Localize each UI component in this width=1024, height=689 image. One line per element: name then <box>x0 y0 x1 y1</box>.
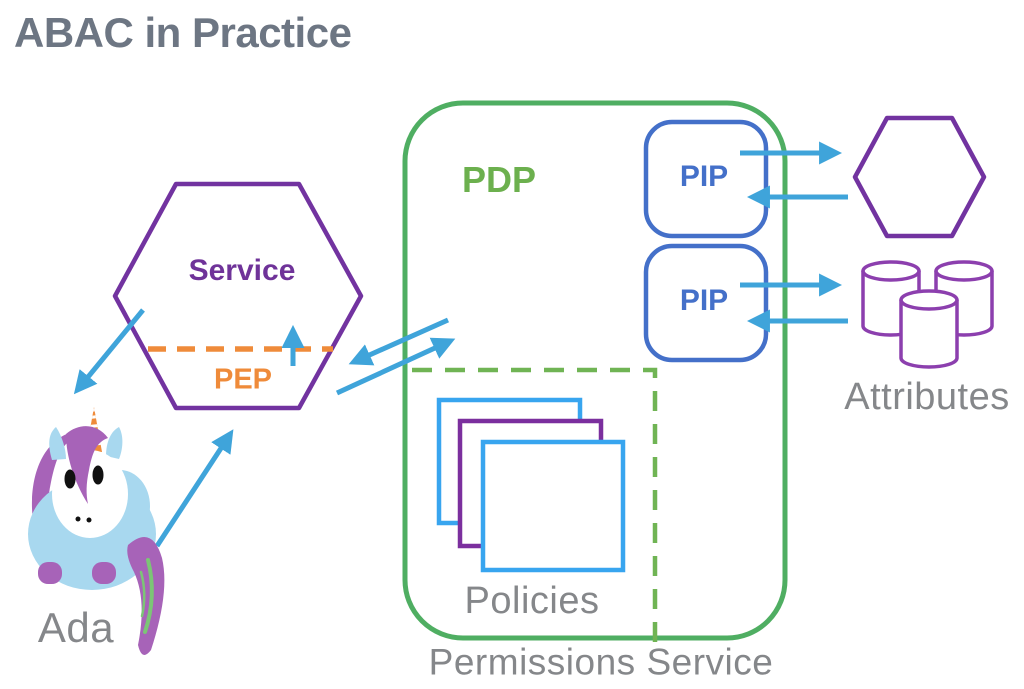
unicorn-tail-streak-2 <box>139 570 146 618</box>
unicorn-hoof-right <box>92 562 116 584</box>
unicorn-forelock <box>66 426 108 504</box>
pip-1-label: PIP <box>679 160 729 193</box>
unicorn-hoof-left <box>38 562 62 584</box>
arrow-service-to-ada <box>73 308 145 395</box>
database-stack-icon <box>861 260 994 369</box>
unicorn-nostril-right <box>86 517 92 523</box>
unicorn-tail <box>127 536 165 655</box>
pip-2-label: PIP <box>679 284 729 317</box>
service-label: Service <box>188 254 296 287</box>
unicorn-eye-right <box>92 465 104 485</box>
hexagon-store-icon <box>852 115 987 239</box>
arrow-pdp-to-pep <box>348 317 450 366</box>
unicorn-ear-right <box>106 427 123 459</box>
unicorn-nostril-left <box>75 516 81 522</box>
pdp-label: PDP <box>461 159 537 200</box>
arrow-ada-to-pep <box>154 429 234 548</box>
page-title: ABAC in Practice <box>14 9 352 56</box>
policy-square-front <box>480 439 626 573</box>
policy-scope-dashed-border <box>412 367 658 645</box>
unicorn-icon <box>28 407 165 655</box>
attributes-label: Attributes <box>844 376 1010 418</box>
database-cylinder-front <box>899 289 959 369</box>
pep-label: PEP <box>213 363 273 396</box>
pip-2-box <box>643 243 769 363</box>
unicorn-tail-streak <box>143 558 154 634</box>
pdp-container <box>402 100 788 641</box>
policies-label: Policies <box>464 580 600 622</box>
unicorn-ear-left <box>49 427 66 460</box>
pip-1-box <box>643 119 769 239</box>
permissions-service-label: Permissions Service <box>428 641 774 683</box>
ada-label: Ada <box>37 604 115 651</box>
arrow-pep-to-pdp <box>335 337 456 396</box>
service-hexagon <box>112 181 364 411</box>
policy-stack-icon <box>436 397 626 573</box>
unicorn-eye-left <box>64 469 76 489</box>
